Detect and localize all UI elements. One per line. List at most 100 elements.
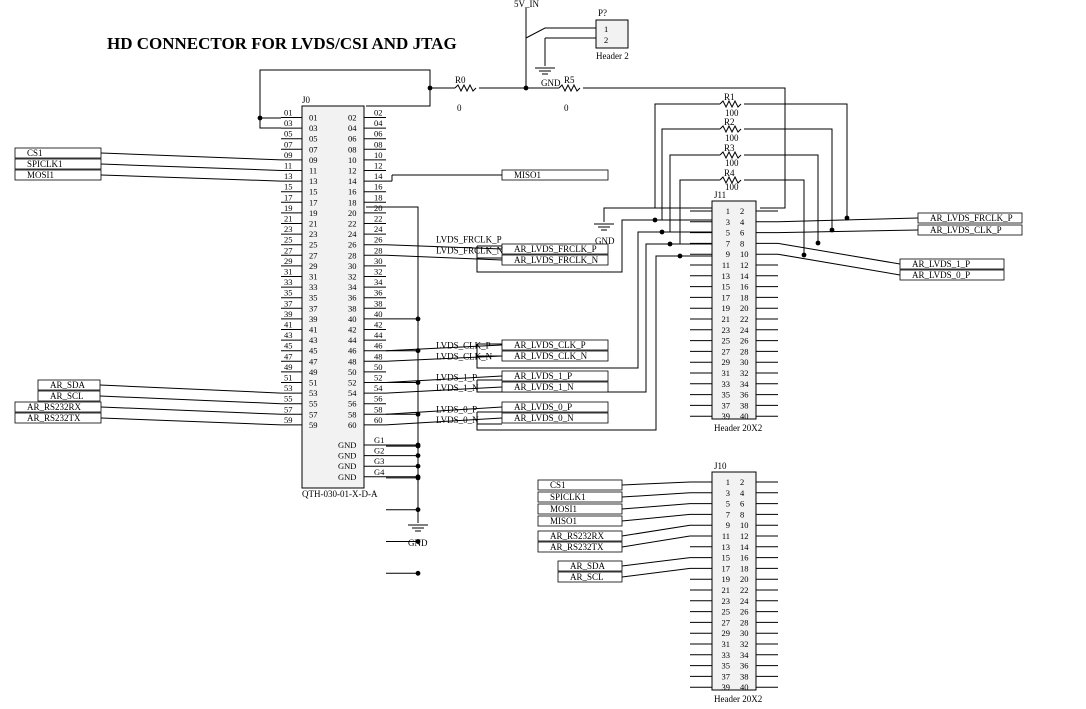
j0-left-inner-label: 01	[309, 113, 318, 123]
j10-right-pin-number: 4	[740, 488, 745, 498]
j0-right-inner-label: 56	[348, 399, 357, 409]
j0-left-inner-label: 59	[309, 420, 318, 430]
j0-left-port: SPICLK1	[27, 159, 63, 169]
j0-right-inner-label: 52	[348, 378, 357, 388]
diff-trace	[385, 344, 503, 352]
j10-port-wire	[621, 481, 691, 486]
j0-right-pin-number: 44	[374, 330, 383, 340]
j0-right-inner-label: 54	[348, 388, 357, 398]
j0-right-port-box	[501, 412, 609, 424]
j11-port-wire	[777, 217, 919, 223]
j11-left-pin-number: 17	[722, 292, 731, 302]
j0-left-inner-label: 47	[309, 356, 318, 366]
j0-left-inner-label: 31	[309, 272, 318, 282]
j0-left-inner-label: 39	[309, 314, 318, 324]
j0-right-inner-label: 34	[348, 282, 357, 292]
j0-right-pin-number: 52	[374, 373, 383, 383]
j0-left-inner-label: 55	[309, 399, 318, 409]
j0-right-port: AR_LVDS_CLK_P	[514, 340, 586, 350]
junction-dot	[523, 85, 529, 91]
j0-left-port: MOSI1	[27, 170, 54, 180]
j0-left-pin-number: 15	[284, 182, 293, 192]
j10-left-port: MOSI1	[550, 504, 577, 514]
j0-right-pin-number: 38	[374, 298, 383, 308]
j0-right-pin-number: 08	[374, 139, 383, 149]
diff-trace	[385, 244, 503, 250]
j10-right-pin-number: 10	[740, 520, 749, 530]
j0-left-inner-label: 13	[309, 176, 318, 186]
r4-ref: R4	[724, 168, 735, 178]
j0-right-pin-number: 02	[374, 108, 383, 118]
j0-left-pin-number: 33	[284, 277, 293, 287]
j0-right-port-box	[501, 339, 609, 351]
j0-left-pin-number: 19	[284, 203, 293, 213]
j0-left-port: AR_RS232TX	[27, 413, 81, 423]
r1-zigzag	[719, 99, 742, 109]
j0-gnd-inner-label: GND	[338, 440, 356, 450]
r1-ref: R1	[724, 92, 735, 102]
j11-left-pin-number: 1	[726, 206, 730, 216]
j0-gnd-outer-label: G1	[374, 435, 384, 445]
j10-right-pin-number: 40	[740, 682, 749, 692]
junction-dot	[659, 229, 665, 235]
j0-right-inner-label: 18	[348, 197, 357, 207]
j0-left-pin-number: 13	[284, 171, 293, 181]
j0-left-pin-number: 57	[284, 404, 293, 414]
j0-right-pin-number: 36	[374, 288, 383, 298]
j11-body	[711, 200, 757, 420]
j0-right-inner-label: 04	[348, 123, 357, 133]
r3-ref: R3	[724, 143, 735, 153]
j11-right-pin-number: 20	[740, 303, 749, 313]
j11-left-pin-number: 39	[722, 411, 731, 421]
j0-right-inner-label: 26	[348, 240, 357, 250]
j0-gnd-outer-label: G4	[374, 467, 385, 477]
j11-port-wire	[777, 242, 901, 265]
j0-left-pin-number: 25	[284, 235, 293, 245]
j0-right-inner-label: 14	[348, 176, 357, 186]
j10-right-pin-number: 12	[740, 531, 749, 541]
j0-right-inner-label: 60	[348, 420, 357, 430]
j10-right-pin-number: 18	[740, 563, 749, 573]
j11-right-port: AR_LVDS_CLK_P	[930, 225, 1002, 235]
diff-pair-label: LVDS_0_N	[436, 415, 479, 425]
j10-left-pin-number: 7	[726, 509, 730, 519]
j11-right-port: AR_LVDS_1_P	[912, 259, 970, 269]
j0-left-inner-label: 33	[309, 282, 318, 292]
j11-port-wire	[777, 253, 901, 276]
j0-body	[301, 105, 365, 489]
j0-left-inner-label: 09	[309, 155, 318, 165]
j10-left-port: MISO1	[550, 516, 577, 526]
j0-left-port: AR_SDA	[50, 380, 86, 390]
junction-dot	[815, 240, 821, 246]
j0-left-inner-label: 23	[309, 229, 318, 239]
j11-right-pin-number: 14	[740, 271, 749, 281]
j10-left-pin-number: 23	[722, 596, 731, 606]
j0-right-port-box	[501, 401, 609, 413]
j0-right-inner-label: 06	[348, 134, 357, 144]
j0-left-inner-label: 05	[309, 134, 318, 144]
j10-left-port: AR_SDA	[570, 561, 606, 571]
j0-left-pin-number: 55	[284, 394, 293, 404]
j11-right-pin-number: 8	[740, 238, 744, 248]
j0-left-inner-label: 17	[309, 197, 318, 207]
j0-left-pin-number: 05	[284, 129, 293, 139]
junction-dot	[667, 241, 673, 247]
j0-ref: J0	[302, 95, 311, 105]
j0-left-inner-label: 15	[309, 187, 318, 197]
j0-left-port: CS1	[27, 148, 43, 158]
r2-zigzag	[719, 124, 742, 134]
diff-pair-label: LVDS_1_N	[436, 383, 479, 393]
j0-left-inner-label: 53	[309, 388, 318, 398]
j10-left-pin-number: 19	[722, 574, 731, 584]
diff-trace	[385, 386, 503, 394]
j0-left-pin-number: 47	[284, 351, 293, 361]
j0-right-inner-label: 10	[348, 155, 357, 165]
j10-port-wire	[621, 535, 691, 548]
j11-left-pin-number: 19	[722, 303, 731, 313]
r5-value: 0	[564, 103, 569, 113]
diff-trace	[385, 355, 503, 362]
j10-right-pin-number: 28	[740, 617, 749, 627]
j10-port-wire	[621, 567, 691, 578]
diff-pair-label: LVDS_0_P	[436, 404, 477, 414]
